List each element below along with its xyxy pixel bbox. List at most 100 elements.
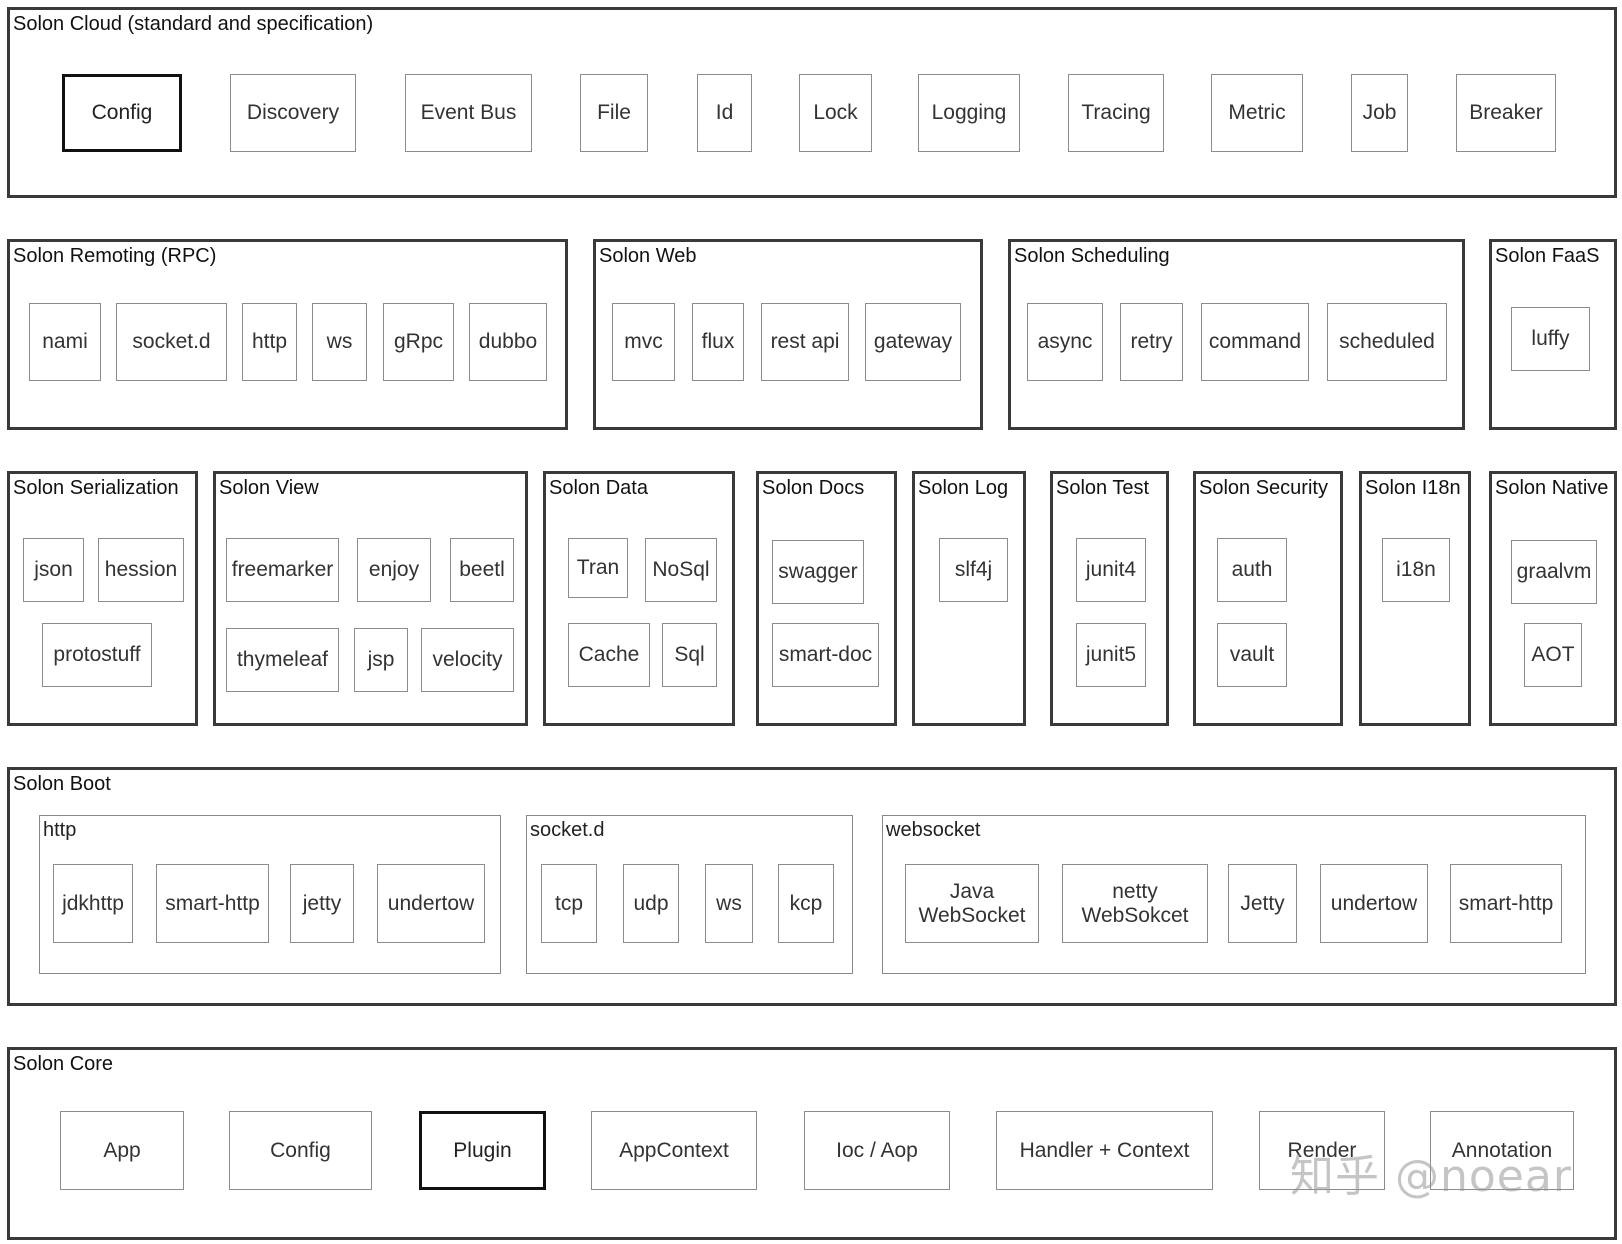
serialization-hession-module: hession xyxy=(98,538,184,602)
solon-log-group: Solon Log xyxy=(912,471,1026,726)
group-title: Solon Cloud (standard and specification) xyxy=(13,13,374,35)
cloud-event-bus-module: Event Bus xyxy=(405,74,532,152)
group-title: Solon Boot xyxy=(13,773,111,795)
security-auth-module: auth xyxy=(1217,538,1287,602)
core-ioc-aop-module: Ioc / Aop xyxy=(804,1111,950,1190)
view-freemarker-module: freemarker xyxy=(226,538,339,602)
subgroup-title: socket.d xyxy=(530,819,605,841)
group-title: Solon Native xyxy=(1495,477,1609,499)
solon-scheduling-group: Solon Scheduling xyxy=(1008,239,1465,430)
group-title: Solon Web xyxy=(599,245,697,267)
remoting-socketd-module: socket.d xyxy=(116,303,227,381)
cloud-file-module: File xyxy=(580,74,648,152)
group-title: Solon Scheduling xyxy=(1014,245,1170,267)
i18n-i18n-module: i18n xyxy=(1382,538,1450,602)
boot-undertow-module: undertow xyxy=(377,864,485,943)
boot-udp-module: udp xyxy=(623,864,679,943)
remoting-nami-module: nami xyxy=(29,303,101,381)
view-jsp-module: jsp xyxy=(354,628,408,692)
cloud-breaker-module: Breaker xyxy=(1456,74,1556,152)
cloud-logging-module: Logging xyxy=(918,74,1020,152)
watermark: 知乎 @noear xyxy=(1290,1151,1572,1202)
boot-netty-websokcet-module: netty WebSokcet xyxy=(1062,864,1208,943)
solon-faas-group: Solon FaaS xyxy=(1489,239,1617,430)
core-plugin-module: Plugin xyxy=(419,1111,546,1190)
docs-swagger-module: swagger xyxy=(772,540,864,604)
data-tran-module: Tran xyxy=(568,538,628,598)
view-enjoy-module: enjoy xyxy=(357,538,431,602)
group-title: Solon Test xyxy=(1056,477,1150,499)
native-graalvm-module: graalvm xyxy=(1511,540,1597,604)
web-flux-module: flux xyxy=(692,303,744,381)
solon-web-group: Solon Web xyxy=(593,239,983,430)
solon-core-group: Solon Core xyxy=(7,1047,1617,1240)
data-sql-module: Sql xyxy=(662,623,717,687)
cloud-metric-module: Metric xyxy=(1211,74,1303,152)
group-title: Solon Serialization xyxy=(13,477,179,499)
serialization-protostuff-module: protostuff xyxy=(42,623,152,687)
group-title: Solon Data xyxy=(549,477,648,499)
core-annotation-module: Annotation xyxy=(1430,1111,1574,1190)
data-nosql-module: NoSql xyxy=(645,538,717,602)
faas-luffy-module: luffy xyxy=(1511,307,1590,371)
cloud-lock-module: Lock xyxy=(799,74,872,152)
group-title: Solon Core xyxy=(13,1053,114,1075)
solon-native-group: Solon Native xyxy=(1489,471,1617,726)
remoting-grpc-module: gRpc xyxy=(383,303,454,381)
cloud-config-module: Config xyxy=(62,74,182,152)
group-title: Solon I18n xyxy=(1365,477,1461,499)
cloud-tracing-module: Tracing xyxy=(1068,74,1164,152)
boot-websocket-group: websocket xyxy=(882,815,1586,974)
scheduling-scheduled-module: scheduled xyxy=(1327,303,1447,381)
core-config-module: Config xyxy=(229,1111,372,1190)
group-title: Solon View xyxy=(219,477,319,499)
data-cache-module: Cache xyxy=(568,623,650,687)
cloud-job-module: Job xyxy=(1351,74,1408,152)
boot-jdkhttp-module: jdkhttp xyxy=(53,864,133,943)
group-title: Solon Log xyxy=(918,477,1009,499)
core-appcontext-module: AppContext xyxy=(591,1111,757,1190)
test-junit5-module: junit5 xyxy=(1076,623,1146,687)
core-render-module: Render xyxy=(1259,1111,1385,1190)
solon-view-group: Solon View xyxy=(213,471,528,726)
remoting-ws-module: ws xyxy=(312,303,367,381)
core-app-module: App xyxy=(60,1111,184,1190)
solon-boot-group: Solon Boot xyxy=(7,767,1617,1006)
boot-kcp-module: kcp xyxy=(778,864,834,943)
solon-remoting-group: Solon Remoting (RPC) xyxy=(7,239,568,430)
solon-data-group: Solon Data xyxy=(543,471,735,726)
web-rest-api-module: rest api xyxy=(761,303,849,381)
solon-serialization-group: Solon Serialization xyxy=(7,471,198,726)
boot-jetty-module: jetty xyxy=(290,864,354,943)
scheduling-async-module: async xyxy=(1027,303,1103,381)
web-gateway-module: gateway xyxy=(865,303,961,381)
boot-smart-http-module: smart-http xyxy=(156,864,269,943)
subgroup-title: websocket xyxy=(886,819,981,841)
boot-tcp-module: tcp xyxy=(541,864,597,943)
solon-security-group: Solon Security xyxy=(1193,471,1343,726)
boot-java-websocket-module: Java WebSocket xyxy=(905,864,1039,943)
group-title: Solon Security xyxy=(1199,477,1328,499)
view-velocity-module: velocity xyxy=(421,628,514,692)
group-title: Solon Remoting (RPC) xyxy=(13,245,217,267)
cloud-id-module: Id xyxy=(697,74,752,152)
solon-docs-group: Solon Docs xyxy=(756,471,897,726)
boot-undertow-ws-module: undertow xyxy=(1320,864,1428,943)
log-slf4j-module: slf4j xyxy=(939,538,1008,602)
serialization-json-module: json xyxy=(23,538,84,602)
scheduling-retry-module: retry xyxy=(1120,303,1183,381)
test-junit4-module: junit4 xyxy=(1076,538,1146,602)
core-handler-context-module: Handler + Context xyxy=(996,1111,1213,1190)
group-title: Solon Docs xyxy=(762,477,865,499)
solon-test-group: Solon Test xyxy=(1050,471,1169,726)
native-aot-module: AOT xyxy=(1524,623,1582,687)
remoting-dubbo-module: dubbo xyxy=(469,303,547,381)
subgroup-title: http xyxy=(43,819,77,841)
solon-i18n-group: Solon I18n xyxy=(1359,471,1471,726)
cloud-discovery-module: Discovery xyxy=(230,74,356,152)
boot-smart-http-ws-module: smart-http xyxy=(1450,864,1562,943)
solon-cloud-group: Solon Cloud (standard and specification) xyxy=(7,7,1617,198)
view-beetl-module: beetl xyxy=(450,538,514,602)
remoting-http-module: http xyxy=(242,303,297,381)
boot-jetty-ws-module: Jetty xyxy=(1228,864,1297,943)
